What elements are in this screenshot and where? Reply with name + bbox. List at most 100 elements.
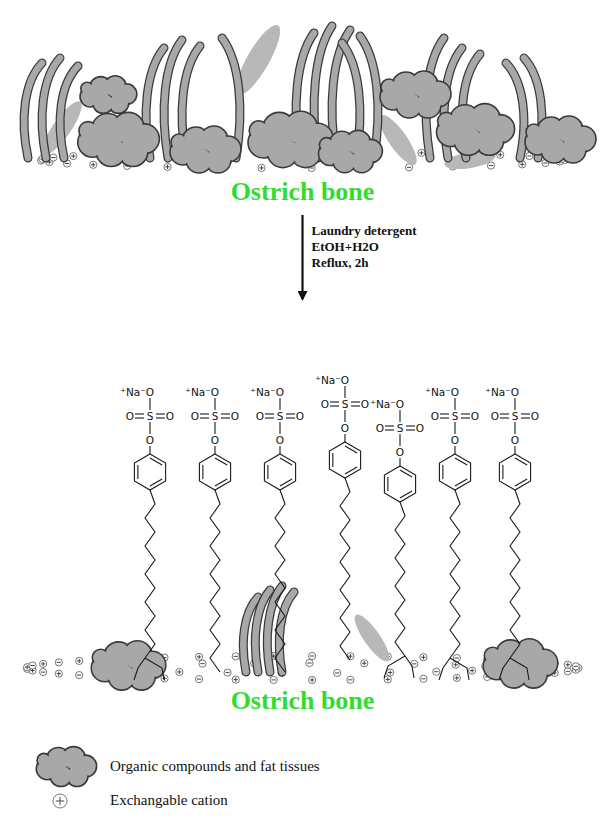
atom-label: O (430, 411, 440, 422)
cation-symbol (70, 153, 77, 160)
cation-symbol (29, 662, 36, 669)
counter-ion-label: ⁺Na⁻O (119, 387, 155, 398)
fat-tissue-blob (91, 641, 166, 690)
benzene-ring (264, 454, 295, 490)
atom-label: O (320, 399, 330, 410)
benzene-ring (329, 442, 360, 478)
legend-text: Organic compounds and fat tissues (110, 758, 320, 775)
cation-symbol (469, 667, 476, 674)
cation-symbol (420, 654, 427, 661)
bone-ellipse (15, 651, 591, 685)
fat-tissue-blob (170, 126, 241, 173)
atom-label: S (451, 411, 460, 422)
atom-label: O (275, 435, 285, 446)
cation-symbol (90, 161, 97, 168)
cation-symbol (53, 794, 67, 808)
sulfonate-molecule (199, 398, 230, 672)
top-bone-debris (24, 20, 596, 173)
atom-label: O (165, 411, 175, 422)
cation-symbol (176, 668, 183, 675)
atom-label: O (255, 411, 265, 422)
bone-ellipse (31, 148, 575, 172)
cation-symbol (232, 653, 239, 660)
alkyl-branch (450, 658, 469, 680)
alkyl-branch (499, 658, 510, 680)
fat-tissue-blob (525, 116, 596, 163)
alkyl-branch (405, 656, 414, 678)
atom-label: S (396, 423, 405, 434)
counter-ion-label: ⁺Na⁻O (249, 387, 285, 398)
cation-symbol (487, 162, 494, 169)
bone-surface: Ostrich bone (20, 12, 585, 212)
atom-label: O (450, 435, 460, 446)
cation-symbol (572, 663, 579, 670)
cation-symbol (76, 671, 83, 678)
cation-symbol (387, 669, 394, 676)
atom-label: O (145, 435, 155, 446)
legend-samples (36, 747, 96, 808)
atom-label: S (146, 411, 155, 422)
atom-label: O (375, 423, 385, 434)
fat-tissue-blob (80, 76, 137, 114)
cation-symbol (76, 657, 83, 664)
mineral-particle (349, 610, 394, 665)
fat-tissue-blob (319, 130, 383, 172)
alkyl-branch (384, 656, 405, 678)
fat-tissue-blob (78, 112, 160, 166)
fat-tissue-blob (380, 71, 451, 118)
cation-symbol (164, 163, 171, 170)
benzene-ring (439, 454, 470, 490)
atom-label: O (190, 411, 200, 422)
cation-symbol (196, 653, 203, 660)
atom-label: O (510, 435, 520, 446)
legend-text: Exchangable cation (110, 792, 228, 809)
counter-ion-label: ⁺Na⁻O (369, 399, 405, 410)
alkyl-chain (275, 490, 285, 672)
cation-symbol (453, 674, 460, 681)
cation-symbol (40, 660, 47, 667)
sulfonate-molecule (264, 398, 295, 672)
sulfonate-molecule (329, 386, 360, 660)
bone-label: Ostrich bone (231, 687, 375, 716)
sulfonate-molecule (439, 398, 471, 680)
atom-label: O (530, 411, 540, 422)
counter-ion-label: ⁺Na⁻O (484, 387, 520, 398)
sulfonate-molecule (384, 410, 416, 678)
cation-symbol (361, 660, 368, 667)
alkyl-chain (210, 490, 220, 672)
counter-ion-label: ⁺Na⁻O (424, 387, 460, 398)
alkyl-branch (134, 658, 145, 680)
atom-label: O (125, 411, 135, 422)
benzene-ring (499, 454, 530, 490)
bone-surface: Ostrich bone (10, 300, 595, 720)
cation-symbol (420, 675, 427, 682)
cation-symbol (309, 676, 316, 683)
alkyl-chain (450, 490, 460, 658)
alkyl-chain (395, 502, 405, 656)
atom-label: O (490, 411, 500, 422)
collagen-fiber (506, 63, 524, 158)
atom-label: O (415, 423, 425, 434)
atom-label: O (395, 447, 405, 458)
cation-symbol (418, 149, 425, 156)
cation-symbol (50, 154, 57, 161)
cation-symbol (196, 676, 203, 683)
cation-symbol (384, 676, 391, 683)
fat-tissue-blob (36, 747, 96, 787)
sulfonate-molecule (499, 398, 531, 680)
sulfonate-molecule (134, 398, 166, 680)
atom-label: S (211, 411, 220, 422)
benzene-ring (199, 454, 230, 490)
alkyl-chain (145, 490, 155, 658)
atom-label: O (470, 411, 480, 422)
cation-symbol (564, 668, 571, 675)
alkyl-chain (340, 478, 350, 660)
cation-symbol (309, 652, 316, 659)
cation-symbol (270, 676, 277, 683)
atom-label: O (210, 435, 220, 446)
cation-symbol (40, 669, 47, 676)
reaction-condition: EtOH+H2O (312, 240, 379, 254)
cation-symbol (258, 164, 265, 171)
cation-symbol (347, 676, 354, 683)
cation-symbol (306, 659, 313, 666)
